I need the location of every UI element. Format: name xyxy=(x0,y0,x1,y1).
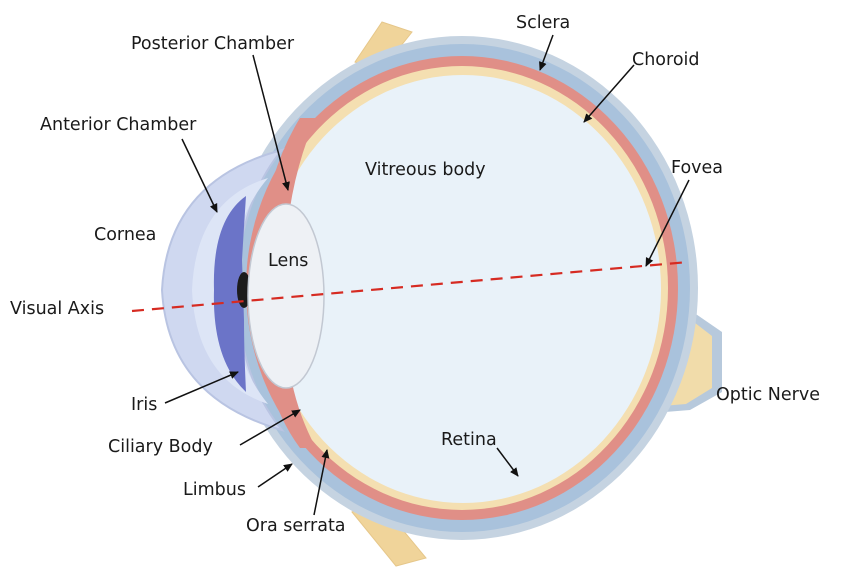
limbus-label: Limbus xyxy=(183,480,246,500)
choroid-label: Choroid xyxy=(632,50,700,70)
sclera-label: Sclera xyxy=(516,13,570,33)
anterior-chamber-label: Anterior Chamber xyxy=(40,115,197,135)
fovea-label: Fovea xyxy=(671,158,723,178)
ciliary-body-label: Ciliary Body xyxy=(108,437,213,457)
retina-label: Retina xyxy=(441,430,497,450)
posterior-chamber-label: Posterior Chamber xyxy=(131,34,295,54)
optic-nerve-label: Optic Nerve xyxy=(716,385,820,405)
lens-label: Lens xyxy=(268,251,308,271)
ora-serrata-label: Ora serrata xyxy=(246,516,346,536)
cornea-label: Cornea xyxy=(94,225,156,245)
vitreous-body-label: Vitreous body xyxy=(365,160,486,180)
iris-label: Iris xyxy=(131,395,157,415)
visual-axis-label: Visual Axis xyxy=(10,299,104,319)
limbus-pointer xyxy=(258,464,292,487)
